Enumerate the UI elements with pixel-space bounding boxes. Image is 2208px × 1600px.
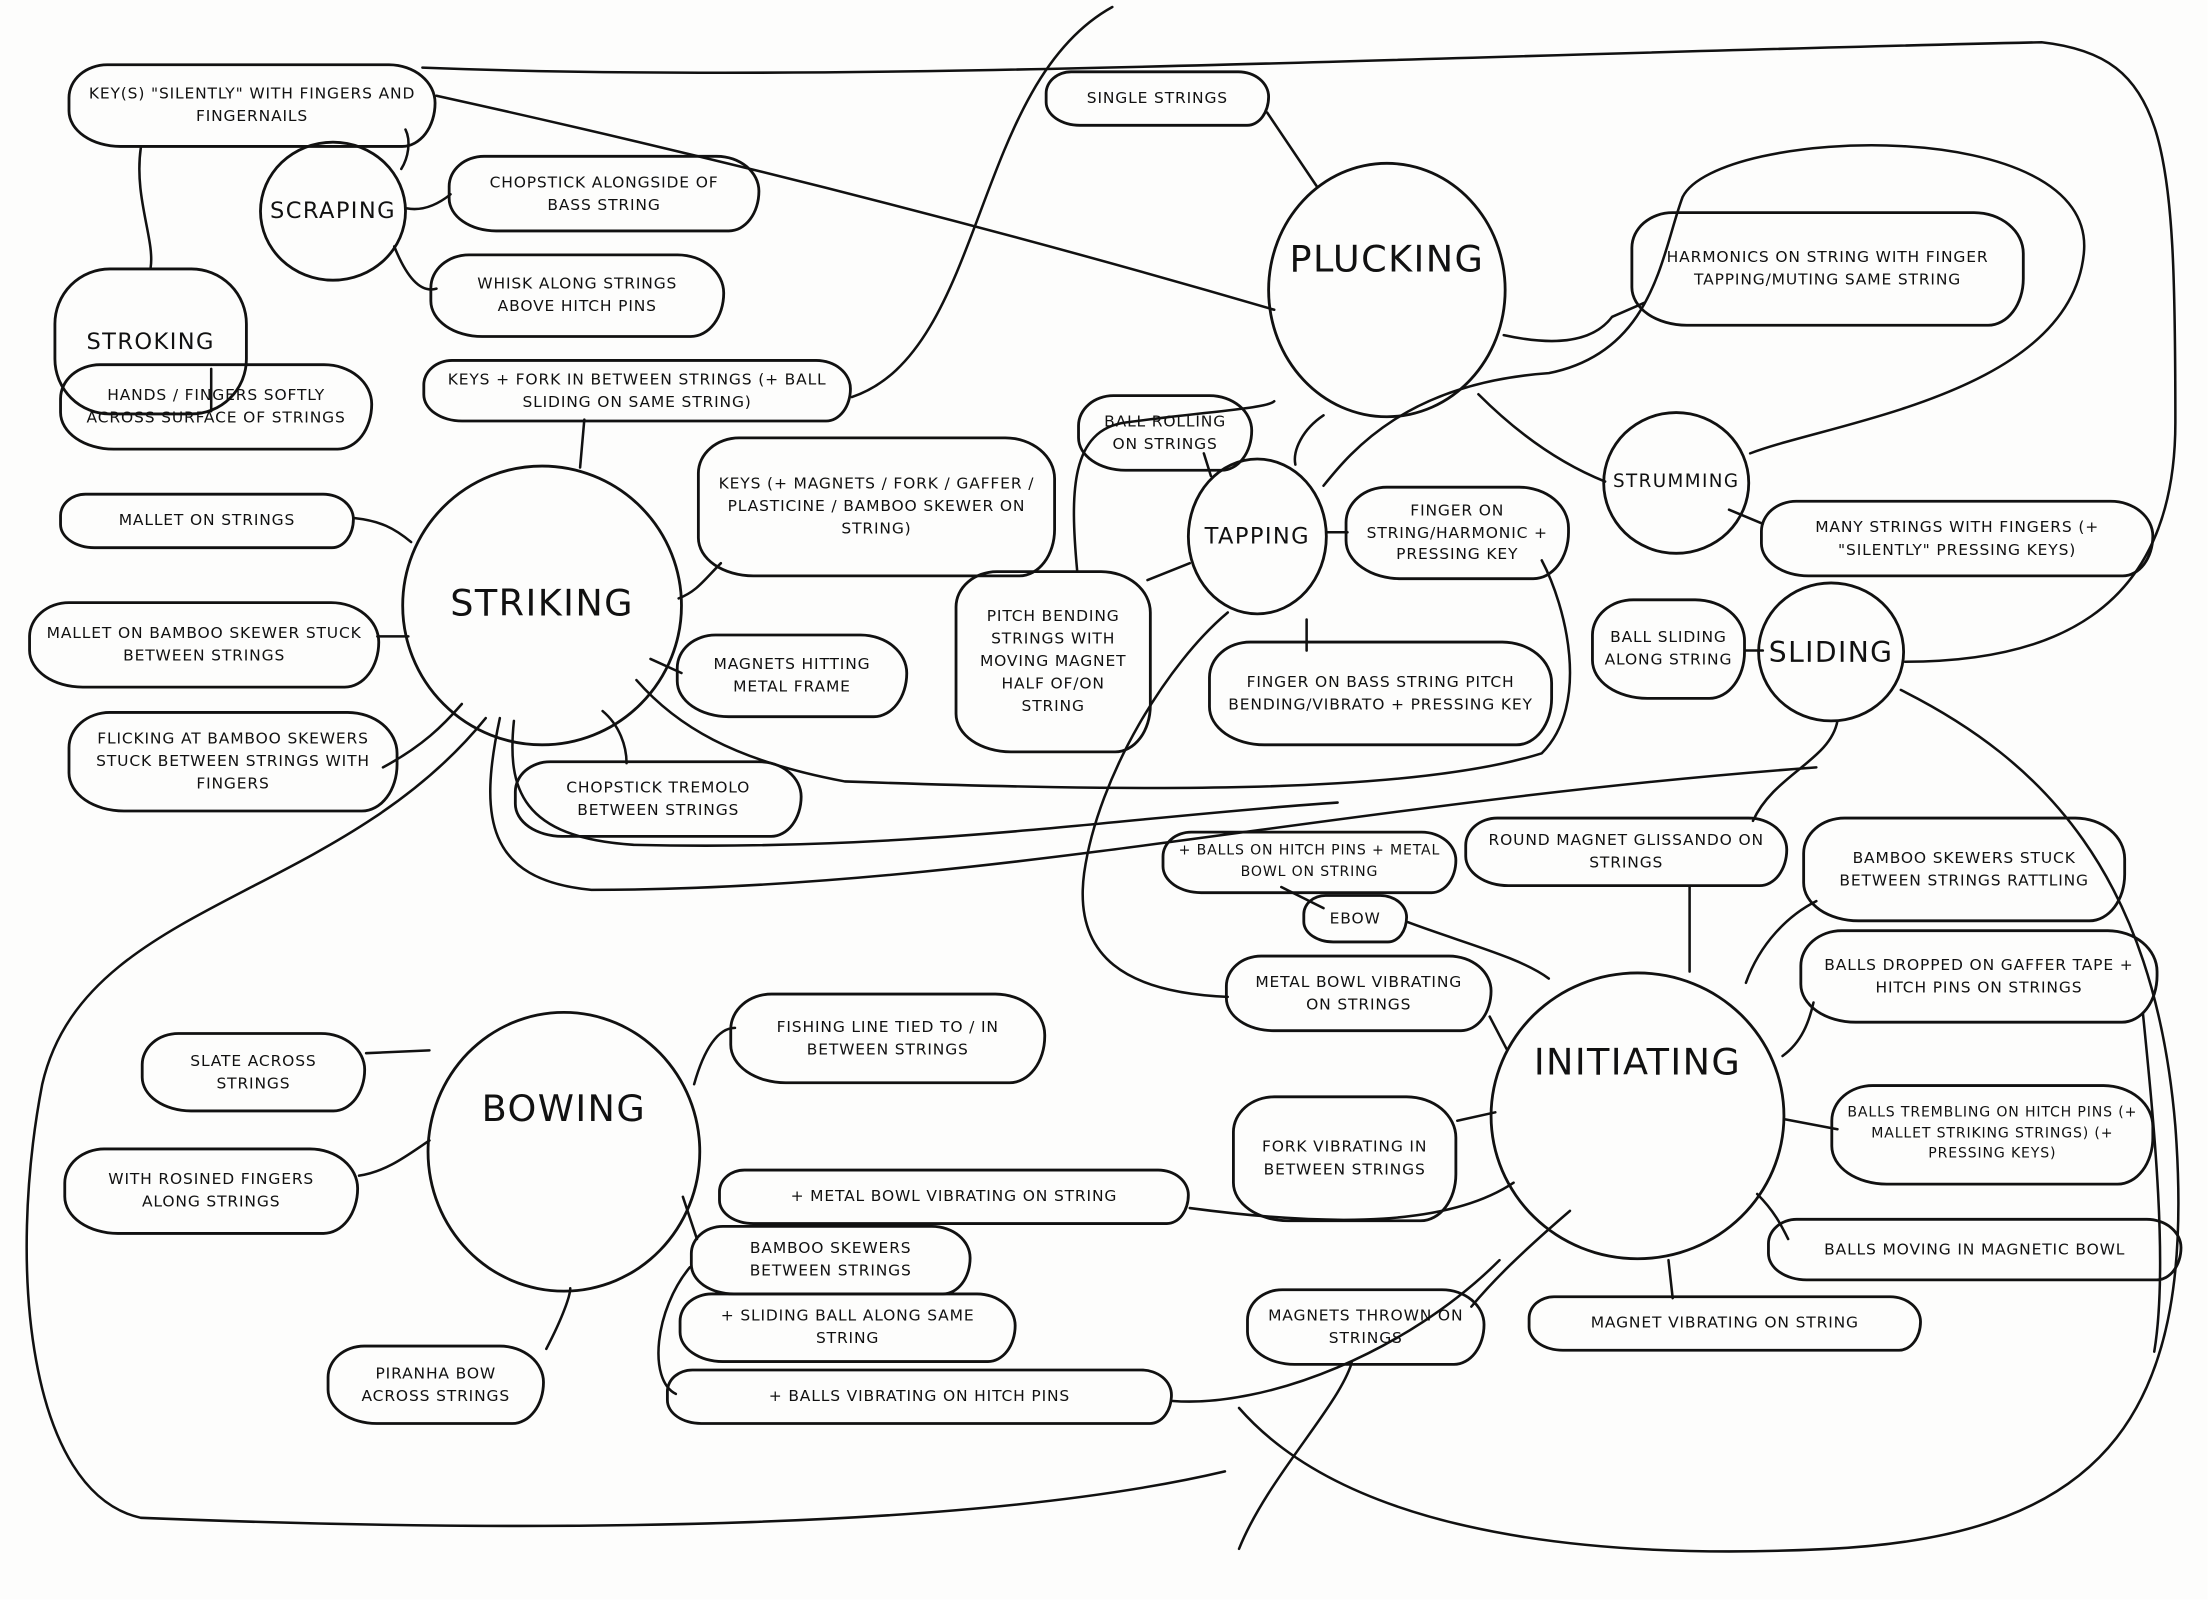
node-slate: Slate across strings — [140, 1032, 367, 1113]
node-balls-trembling: Balls trembling on hitch pins (+ mallet … — [1830, 1084, 2155, 1186]
node-sliding-ball: + Sliding ball along same string — [678, 1292, 1017, 1363]
connector — [435, 94, 1276, 312]
connector — [1488, 1015, 1508, 1051]
hub-plucking: Plucking — [1267, 161, 1507, 419]
connector — [1667, 1258, 1674, 1300]
hub-sliding: Sliding — [1757, 581, 1906, 723]
connector — [1237, 1361, 1353, 1551]
connector — [850, 5, 1114, 399]
connector — [578, 418, 586, 469]
connector — [1146, 561, 1192, 582]
node-whisk: Whisk along strings above hitch pins — [429, 253, 726, 338]
node-keys-silently: Key(s) "silently" with fingers and finge… — [67, 63, 437, 148]
connector — [1188, 1181, 1515, 1222]
node-harmonics: Harmonics on string with finger tapping/… — [1630, 211, 2025, 327]
connector — [2141, 1012, 2162, 1353]
connector — [25, 716, 1227, 1528]
node-rosined: With rosined fingers along strings — [63, 1147, 360, 1235]
node-many-strings: Many strings with fingers (+ "silently" … — [1760, 499, 2155, 578]
node-magnets-thrown: Magnets thrown on strings — [1246, 1288, 1486, 1366]
connector — [489, 716, 1818, 892]
connector — [1265, 111, 1318, 188]
node-finger-on: Finger on string/harmonic + pressing key — [1344, 485, 1570, 581]
hub-striking: Striking — [401, 464, 683, 747]
connector — [1751, 719, 1839, 823]
connector — [677, 561, 723, 600]
node-flicking: Flicking at bamboo skewers stuck between… — [67, 711, 399, 813]
node-single-strings: Single strings — [1044, 70, 1271, 127]
connector — [1477, 392, 1607, 483]
node-finger-bass: Finger on bass string pitch bending/vibr… — [1208, 640, 1554, 747]
connector — [357, 1139, 431, 1177]
connector — [353, 516, 413, 544]
connector — [1293, 414, 1325, 466]
connector — [364, 1049, 431, 1055]
connector — [1781, 1001, 1815, 1058]
hub-tapping: Tapping — [1186, 457, 1328, 616]
connector — [1502, 301, 1646, 343]
connector — [138, 146, 153, 269]
node-fishing: Fishing line tied to / in between string… — [729, 992, 1047, 1085]
node-chopstick-alongside: Chopstick alongside of bass string — [447, 154, 761, 233]
node-chopstick-tremolo: Chopstick tremolo between strings — [513, 760, 803, 838]
connector — [1744, 899, 1818, 985]
node-bamboo-between: Bamboo skewers between strings — [689, 1224, 972, 1296]
node-mallet: Mallet on strings — [59, 492, 355, 550]
node-magnet-vibrating: Magnet vibrating on string — [1527, 1295, 1922, 1352]
connector — [635, 559, 1572, 790]
connector — [405, 193, 452, 211]
node-pitch-bending: Pitch bending strings with moving magnet… — [954, 570, 1152, 754]
connector — [1406, 920, 1551, 980]
node-balls-dropped: Balls dropped on gaffer tape + hitch pin… — [1799, 929, 2159, 1024]
node-keys-magnets: Keys (+ magnets / fork / gaffer / plasti… — [696, 436, 1056, 578]
node-fork-vibrating: Fork vibrating in between strings — [1232, 1095, 1458, 1223]
node-metal-bowl: Metal bowl vibrating on strings — [1224, 954, 1493, 1033]
node-keys-fork: Keys + fork in between strings (+ ball s… — [422, 359, 852, 423]
connector — [1784, 1118, 1839, 1131]
node-balls-vibrating: + Balls vibrating on hitch pins — [665, 1368, 1173, 1425]
node-magnets-frame: Magnets hitting metal frame — [675, 633, 909, 719]
node-ball-rolling: Ball rolling on strings — [1077, 394, 1254, 472]
hub-bowing: Bowing — [426, 1010, 702, 1293]
connector — [421, 40, 2177, 664]
connector — [1456, 1111, 1497, 1123]
node-metal-bowl-string: + Metal bowl vibrating on string — [718, 1168, 1190, 1225]
node-ebow: Ebow — [1302, 894, 1408, 944]
connector — [1322, 144, 2086, 488]
hub-initiating: Initiating — [1489, 971, 1786, 1261]
node-balls-hitch: + Balls on hitch pins + metal bowl on st… — [1161, 830, 1458, 895]
node-hands-softly: Hands / fingers softly across surface of… — [59, 363, 374, 451]
node-piranha: Piranha bow across strings — [326, 1344, 545, 1425]
node-bamboo-rattling: Bamboo skewers stuck between strings rat… — [1802, 816, 2127, 923]
connector — [545, 1287, 572, 1351]
connector — [1081, 611, 1230, 999]
hub-strumming: Strumming — [1602, 411, 1751, 555]
node-round-magnet: Round magnet glissando on strings — [1464, 816, 1789, 888]
node-mallet-bamboo: Mallet on bamboo skewer stuck between st… — [28, 601, 381, 689]
node-balls-moving: Balls moving in magnetic bowl — [1767, 1217, 2183, 1282]
hub-scraping: Scraping — [259, 140, 407, 282]
hub-stroking: Stroking — [53, 267, 248, 416]
node-ball-sliding: Ball sliding along string — [1591, 598, 1746, 700]
